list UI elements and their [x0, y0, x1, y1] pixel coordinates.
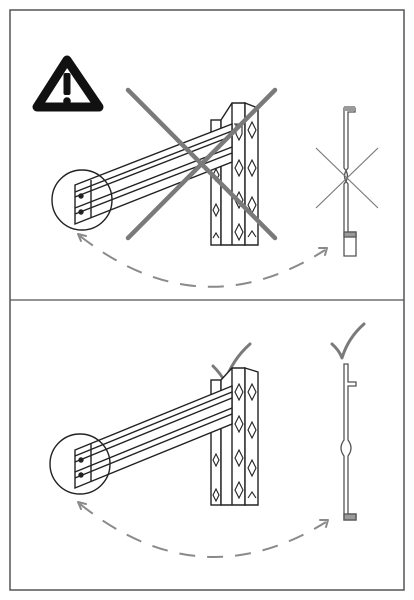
incorrect-assembly-panel [32, 55, 379, 288]
beam [74, 384, 233, 490]
check-mark-icon [330, 322, 366, 360]
cross-out-icon [125, 87, 278, 241]
detail-circle [51, 169, 113, 231]
upright-post [210, 101, 259, 246]
correct-assembly-panel [49, 322, 366, 558]
profile-cross-icon [315, 147, 379, 209]
dashed-arrow [77, 233, 328, 288]
beam-profile-correct [340, 363, 357, 521]
detail-circle [49, 433, 111, 495]
upright-post [210, 367, 259, 506]
beam-profile-wrong [343, 106, 357, 257]
warning-triangle-icon [32, 55, 104, 112]
dashed-arrow [77, 501, 329, 558]
